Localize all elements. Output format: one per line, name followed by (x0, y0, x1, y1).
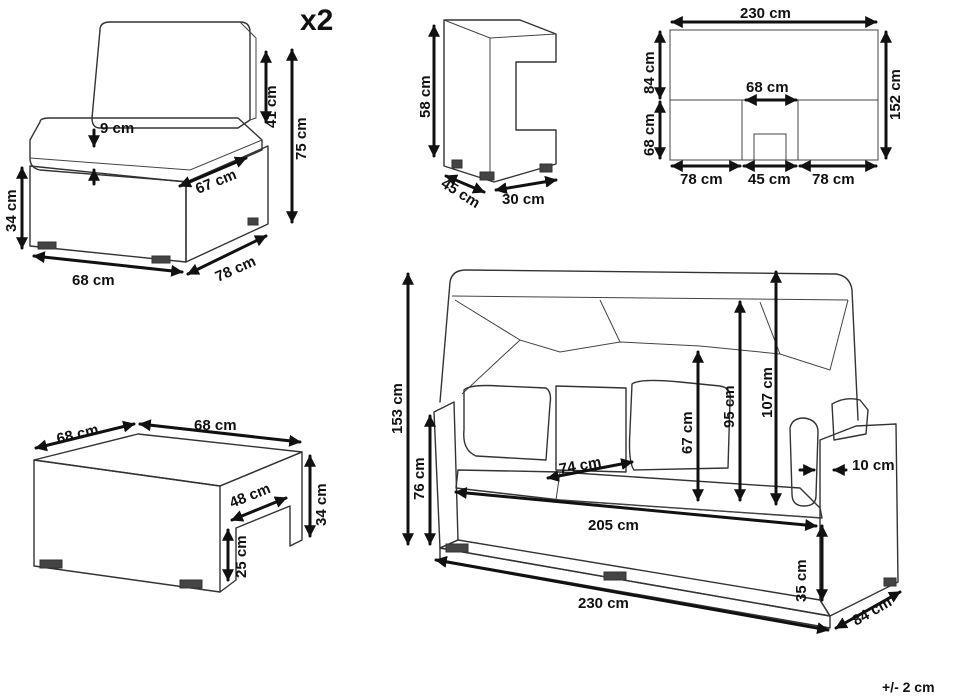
daybed-width-label: 230 cm (578, 595, 629, 612)
multiplier-label: x2 (300, 4, 333, 37)
chair-leg-right (247, 217, 259, 226)
daybed-canopy-inner-label: 95 cm (721, 385, 738, 428)
daybed-base-top (439, 539, 831, 617)
chair-back-label: 41 cm (263, 85, 280, 128)
chair-gap-label: 9 cm (100, 120, 134, 137)
chair-leg-left (37, 241, 57, 250)
ottoman-inner-depth-dim (230, 496, 288, 522)
daybed-seat-width-dim (454, 487, 818, 531)
chair-width-dim (32, 251, 184, 277)
daybed-left-arm (433, 401, 459, 549)
plan-ottoman-label: 68 cm (746, 79, 789, 96)
daybed-arm-label: 10 cm (852, 457, 895, 474)
daybed-seat-height-label: 35 cm (793, 559, 810, 602)
plan-depth-label: 152 cm (887, 69, 904, 120)
side-table-body (443, 19, 557, 183)
chair-height-label: 75 cm (293, 117, 310, 160)
daybed-back-height-label: 76 cm (411, 457, 428, 500)
armless-chair-drawing (29, 21, 269, 264)
ottoman-depth-label: 68 cm (55, 421, 100, 448)
daybed-pillow-1 (463, 384, 552, 461)
daybed-base-front (439, 547, 831, 629)
chair-seatdepth-dim (178, 156, 248, 188)
daybed-canopy-frame (439, 269, 859, 421)
ottoman-depth-dim (34, 420, 136, 452)
daybed-seat-depth-dim (546, 458, 634, 482)
plan-width-label: 230 cm (740, 5, 791, 22)
ottoman-inner-height-label: 25 cm (233, 535, 250, 578)
chair-back-side (239, 21, 257, 121)
chair-depth-dim (186, 234, 268, 276)
daybed-seat-split (555, 471, 823, 519)
chair-width-label: 68 cm (72, 272, 115, 289)
daybed-width-dim (434, 555, 830, 635)
daybed-drawing (433, 269, 899, 629)
ottoman-leg-right (179, 579, 203, 589)
plan-mid-label: 45 cm (748, 171, 791, 188)
plan-table (753, 133, 787, 161)
daybed-depth-label: 84 cm (850, 593, 895, 629)
daybed-right-arm (819, 423, 899, 617)
tolerance-note: +/- 2 cm (882, 679, 935, 695)
daybed-depth-dim (834, 590, 902, 630)
chair-seatheight-label: 34 cm (3, 189, 20, 232)
ottoman-drawing (33, 433, 303, 593)
ottoman-front (33, 459, 221, 593)
chair-base-side (185, 145, 269, 263)
daybed-seat-cushion (455, 469, 823, 519)
side-table-depth-dim (444, 174, 486, 194)
daybed-seat-width-label: 205 cm (588, 517, 639, 534)
ottoman-width-label: 68 cm (194, 417, 237, 434)
ottoman-leg-left (39, 559, 63, 569)
side-table-height-label: 58 cm (417, 75, 434, 118)
daybed-canopy-edge (451, 295, 849, 301)
daybed-canopy-folds (454, 299, 781, 355)
daybed-canopy-shade (461, 299, 849, 395)
daybed-leg-left (445, 543, 469, 553)
ottoman-height-label: 34 cm (313, 483, 330, 526)
daybed-leg-mid (603, 571, 627, 581)
side-table-leg-right (539, 163, 553, 173)
ottoman-width-dim (138, 419, 302, 447)
daybed-leg-right (883, 577, 897, 587)
ottoman-side (219, 451, 303, 593)
side-table-leg-left (451, 159, 463, 169)
side-table-drawing (443, 19, 557, 183)
plan-left-label: 78 cm (680, 171, 723, 188)
side-table-edges (443, 19, 557, 180)
side-table-width-dim (494, 175, 558, 195)
plan-right-label: 78 cm (812, 171, 855, 188)
daybed-cushion-height-label: 67 cm (679, 411, 696, 454)
daybed-pillow-3 (628, 379, 731, 471)
side-table-width-label: 30 cm (502, 191, 545, 208)
plan-back-label: 84 cm (641, 51, 658, 94)
chair-back-cushion (91, 21, 251, 129)
plan-ottoman (741, 99, 799, 161)
daybed-canopy-height-label: 153 cm (389, 383, 406, 434)
side-table-leg-mid (479, 171, 495, 181)
chair-leg-mid (151, 255, 171, 264)
plan-front-label: 68 cm (641, 113, 658, 156)
daybed-canopy-top-label: 107 cm (759, 367, 776, 418)
